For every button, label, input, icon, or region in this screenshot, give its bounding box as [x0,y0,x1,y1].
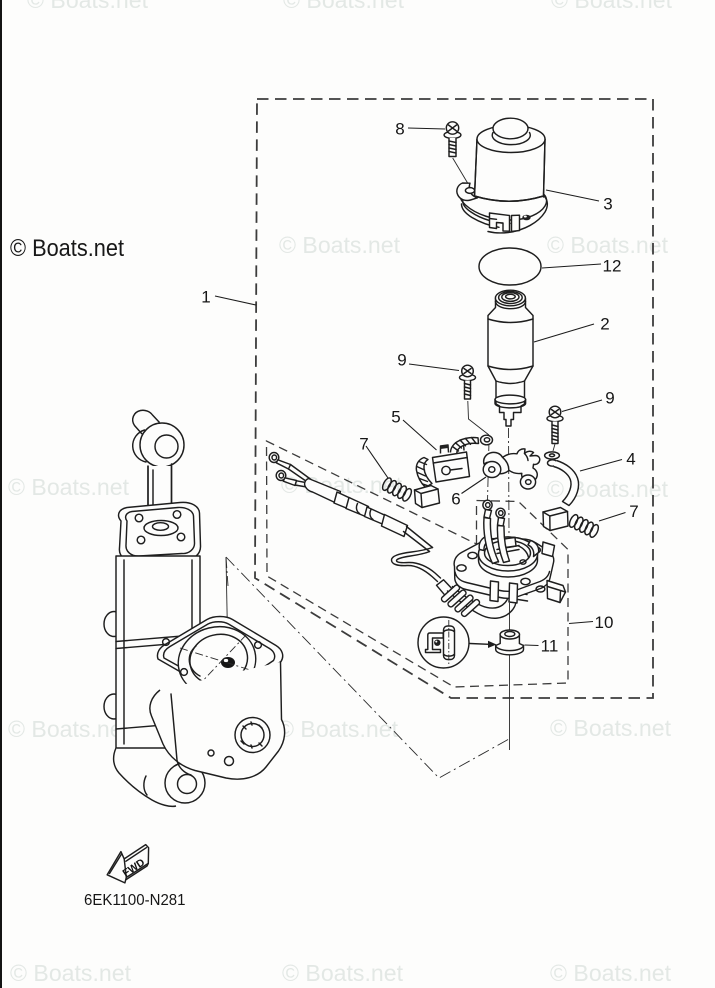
svg-text:© Boats.net: © Boats.net [8,716,130,742]
svg-text:8: 8 [395,120,404,139]
svg-text:9: 9 [397,351,406,370]
svg-text:7: 7 [359,435,368,454]
svg-text:© Boats.net: © Boats.net [550,960,672,986]
svg-text:11: 11 [541,637,559,656]
svg-text:© Boats.net: © Boats.net [551,0,673,13]
svg-text:© Boats.net: © Boats.net [279,232,401,258]
svg-text:4: 4 [626,450,635,469]
svg-text:© Boats.net: © Boats.net [27,0,149,13]
svg-text:© Boats.net: © Boats.net [547,232,669,258]
svg-text:© Boats.net: © Boats.net [10,235,124,262]
svg-text:9: 9 [605,389,614,408]
svg-text:10: 10 [595,613,614,632]
svg-text:2: 2 [600,315,609,334]
svg-text:© Boats.net: © Boats.net [277,716,399,742]
svg-text:© Boats.net: © Boats.net [550,715,672,741]
svg-text:© Boats.net: © Boats.net [283,0,405,13]
svg-text:6EK1100-N281: 6EK1100-N281 [84,892,186,909]
svg-text:© Boats.net: © Boats.net [282,960,404,986]
svg-text:7: 7 [629,502,638,521]
svg-text:5: 5 [391,408,400,427]
svg-text:12: 12 [603,257,622,276]
svg-text:© Boats.net: © Boats.net [8,474,130,500]
svg-text:1: 1 [201,288,210,307]
svg-text:6: 6 [451,490,460,509]
svg-text:© Boats.net: © Boats.net [10,960,132,986]
svg-text:3: 3 [603,195,612,214]
